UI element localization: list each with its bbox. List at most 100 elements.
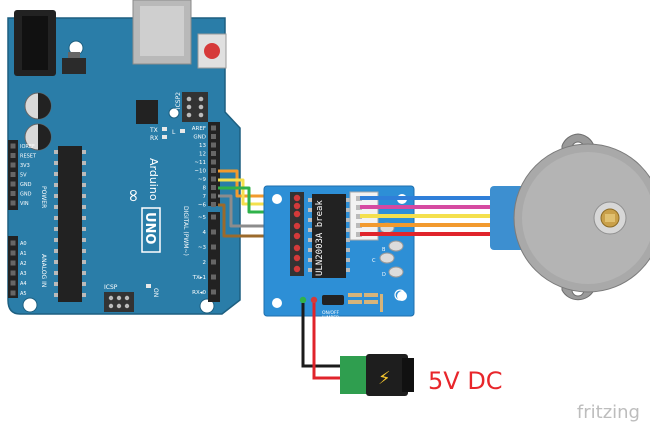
mcu-pin [82, 260, 86, 264]
led-d [388, 266, 404, 278]
digital-pin-hole[interactable] [211, 151, 216, 156]
tx-led [162, 127, 167, 131]
digital-pin-hole[interactable] [211, 134, 216, 139]
atmega-pins [54, 150, 86, 297]
power-pin-label: GND [20, 192, 32, 198]
wire-brown [218, 203, 297, 238]
analog-label: ANALOG IN [40, 254, 47, 287]
digital-pin-hole[interactable] [211, 202, 216, 207]
reset-label: RESET [230, 40, 237, 60]
digital-pin-hole[interactable] [211, 259, 216, 265]
analog-header [8, 236, 18, 298]
power-pin-hole[interactable] [10, 200, 16, 206]
uln-pin [346, 218, 350, 222]
voltage-regulator [62, 58, 86, 74]
reset-button-cap[interactable] [204, 43, 220, 59]
analog-pin-hole[interactable] [10, 290, 16, 296]
mcu-pin [82, 172, 86, 176]
driver-input-pins [293, 194, 301, 273]
uln-pin [308, 248, 312, 252]
digital-pin-hole[interactable] [211, 244, 216, 250]
power-pin-hole[interactable] [10, 181, 16, 187]
power-pin-label: GND [20, 182, 32, 188]
mcu-pin [82, 161, 86, 165]
uln-pin [346, 248, 350, 252]
power-pin-label: VIN [20, 201, 29, 207]
jack-body [366, 354, 408, 396]
digital-pin-label: 12 [199, 152, 206, 158]
led-label-d: D [382, 272, 386, 278]
analog-pin-hole[interactable] [10, 280, 16, 286]
digital-pin-holes [211, 125, 216, 295]
mount-hole [168, 107, 180, 119]
driver-power-header: ON/OFF JUMPER [299, 295, 344, 321]
digital-label: DIGITAL (PWM~) [182, 206, 189, 256]
uln-pin [346, 228, 350, 232]
mcu-pin [54, 227, 58, 231]
digital-pin-hole[interactable] [211, 168, 216, 173]
mcu-pin [54, 282, 58, 286]
digital-pin-hole[interactable] [211, 176, 216, 182]
arduino-logo: Arduino ∞ UNO [123, 158, 161, 253]
digital-pin-label: ~3 [198, 245, 207, 251]
mcu-pin [82, 205, 86, 209]
digital-pin-hole[interactable] [211, 214, 216, 220]
power-pin-hole[interactable] [10, 191, 16, 196]
mcu-pin [54, 249, 58, 253]
motor-shaft-flat [605, 214, 615, 222]
arduino-uno-board: RESET ICSP2 TX RX L Arduino ∞ [7, 0, 241, 315]
mcu-pin [82, 150, 86, 154]
chip-label: ULN2003A break [315, 200, 325, 276]
digital-pin-hole[interactable] [211, 289, 216, 295]
mcu-pin [54, 194, 58, 198]
stepper-motor [490, 133, 650, 301]
power-pin-hole[interactable] [10, 153, 16, 158]
rx-label: RX [150, 135, 158, 142]
digital-pin-label: 8 [203, 186, 207, 192]
fritzing-part-logo [394, 289, 406, 301]
power-label: 5V DC [428, 367, 503, 395]
power-pin-minus [299, 296, 307, 304]
power-pin-hole[interactable] [10, 162, 16, 168]
digital-pin-hole[interactable] [211, 185, 216, 190]
capacitor-mark [38, 124, 51, 150]
motor-face [522, 152, 650, 284]
power-pin-hole[interactable] [10, 143, 16, 149]
analog-pin-label: A0 [20, 241, 27, 247]
digital-pin-label: 4 [203, 230, 207, 236]
digital-pin-hole[interactable] [211, 274, 216, 280]
mcu-pin [82, 183, 86, 187]
uln-pin [346, 238, 350, 242]
analog-pin-hole[interactable] [10, 250, 16, 256]
mount-hole [22, 297, 38, 313]
digital-pin-hole[interactable] [211, 159, 216, 165]
jumper-label-line2: JUMPER [321, 315, 339, 321]
tx-label: TX [149, 127, 158, 134]
mcu-pin [54, 172, 58, 176]
digital-pin-hole[interactable] [211, 142, 216, 148]
uln-pin [308, 238, 312, 242]
digital-pin-label: AREF [192, 126, 206, 132]
power-pin-hole[interactable] [10, 172, 16, 177]
analog-pin-hole[interactable] [10, 240, 16, 246]
mcu-pin [82, 216, 86, 220]
digital-pin-hole[interactable] [211, 193, 216, 199]
arduino-brand-text: Arduino [147, 158, 160, 201]
digital-pin-hole[interactable] [211, 125, 216, 131]
digital-pin-hole[interactable] [211, 229, 216, 235]
left-pin-holes [10, 143, 16, 296]
motor-wires [360, 196, 500, 236]
digital-pin-label: 7 [203, 194, 207, 200]
icsp2-label: ICSP2 [175, 92, 182, 109]
on-off-jumper[interactable] [322, 295, 344, 305]
regulator-tab [68, 52, 80, 58]
analog-pin-hole[interactable] [10, 270, 16, 276]
analog-pin-hole[interactable] [10, 260, 16, 266]
usb-connector-inner [140, 6, 184, 56]
driver-mount-hole [272, 298, 282, 308]
analog-pin-label: A2 [20, 261, 27, 267]
jack-front [402, 358, 414, 392]
power-wire-black [301, 303, 348, 368]
